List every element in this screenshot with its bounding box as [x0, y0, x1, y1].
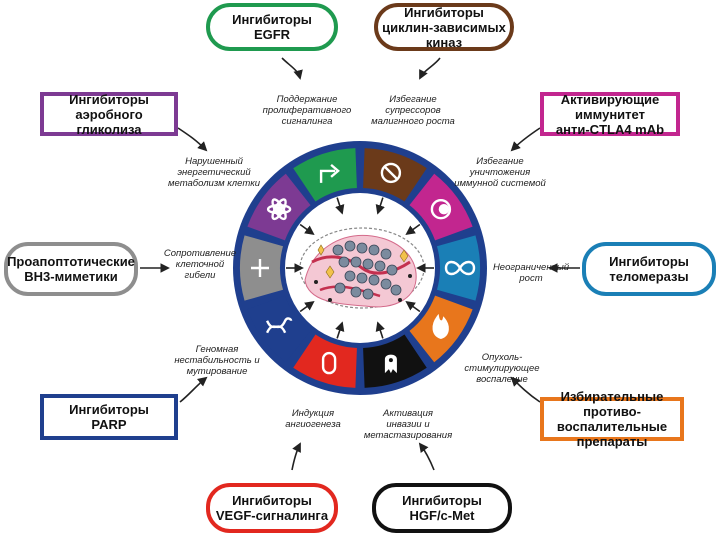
inner-arrow — [335, 197, 345, 215]
inner-arrow — [335, 321, 345, 339]
arrow-up-right-icon — [319, 163, 340, 183]
wedge-proliferative — [293, 148, 357, 202]
flame-icon — [432, 313, 449, 340]
cdk-inhibitors-label: Ингибиторы циклин-зависимых киназ — [382, 4, 506, 50]
hallmark-invasion-label: Активация инвазии и метастазирования — [363, 408, 453, 441]
hallmark-suppressors-label: Избегание супрессоров малигнного роста — [371, 94, 455, 127]
infinity-icon — [444, 260, 476, 276]
parp-inhibitors-box: Ингибиторы PARP — [40, 394, 178, 440]
egfr-inhibitors-label: Ингибиторы EGFR — [232, 12, 312, 42]
hallmark-immune-label: Избегание уничтожения иммунной системой — [454, 156, 546, 189]
hgf-inhibitors-label: Ингибиторы HGF/c-Met — [402, 493, 482, 523]
anti-inflammatory-box: Избирательные противо- воспалительные пр… — [540, 389, 684, 449]
ctla4-box: Активирующие иммунитет анти-CTLA4 mAb — [540, 91, 680, 137]
invasive-cell-icon — [384, 354, 397, 374]
inner-arrow — [299, 300, 315, 313]
hallmark-proliferative-label: Поддержание пролиферативного сигналинга — [262, 94, 352, 127]
hgf-inhibitors-box: Ингибиторы HGF/c-Met — [372, 483, 512, 533]
prohibition-icon — [380, 162, 402, 184]
hallmark-angiogenesis-label: Индукция ангиогенеза — [285, 408, 341, 430]
hallmark-replicative-label: Неограниченный рост — [492, 262, 570, 284]
hallmark-energetics-label: Нарушенный энергетический метаболизм кле… — [168, 156, 261, 189]
hallmark-inflammation-label: Опухоль- стимулирующее воспаление — [464, 352, 540, 385]
anti-inflammatory-label: Избирательные противо- воспалительные пр… — [556, 389, 668, 449]
bh3-mimetics-label: Проапоптотические ВН3-миметики — [7, 254, 135, 284]
parp-inhibitors-label: Ингибиторы PARP — [69, 402, 149, 432]
telomerase-inhibitors-box: Ингибиторы теломеразы — [582, 242, 716, 296]
wedge-suppressors — [363, 148, 427, 202]
inner-arrow — [405, 223, 421, 236]
connector-arrows — [140, 57, 580, 471]
wedge-replicative — [436, 235, 480, 301]
inner-arrow — [375, 197, 385, 215]
tumor-illustration — [304, 234, 417, 308]
glycolysis-inhibitors-label: Ингибиторы аэробного гликолиза — [69, 91, 149, 137]
plus-icon — [251, 259, 269, 277]
inner-arrow — [299, 223, 315, 236]
wedge-genome — [247, 295, 311, 363]
inner-arrow — [405, 300, 421, 313]
hallmark-death-label: Сопротивление клеточной гибели — [163, 248, 237, 281]
inner-arrow — [375, 321, 385, 339]
atom-icon — [266, 198, 292, 221]
blood-vessel-icon — [321, 351, 337, 375]
glycolysis-inhibitors-box: Ингибиторы аэробного гликолиза — [40, 91, 178, 137]
egfr-inhibitors-box: Ингибиторы EGFR — [206, 3, 338, 51]
dna-icon — [265, 317, 293, 334]
ctla4-label: Активирующие иммунитет анти-CTLA4 mAb — [555, 91, 665, 137]
bh3-mimetics-box: Проапоптотические ВН3-миметики — [4, 242, 138, 296]
cdk-inhibitors-box: Ингибиторы циклин-зависимых киназ — [374, 3, 514, 51]
telomerase-inhibitors-label: Ингибиторы теломеразы — [609, 254, 689, 284]
vegf-inhibitors-label: Ингибиторы VEGF-сигналинга — [215, 493, 329, 523]
immune-evasion-icon — [430, 199, 452, 220]
hallmark-genome-label: Геномная нестабильность и мутирование — [174, 344, 260, 377]
wedge-angiogenesis — [293, 334, 357, 388]
vegf-inhibitors-box: Ингибиторы VEGF-сигналинга — [206, 483, 338, 533]
